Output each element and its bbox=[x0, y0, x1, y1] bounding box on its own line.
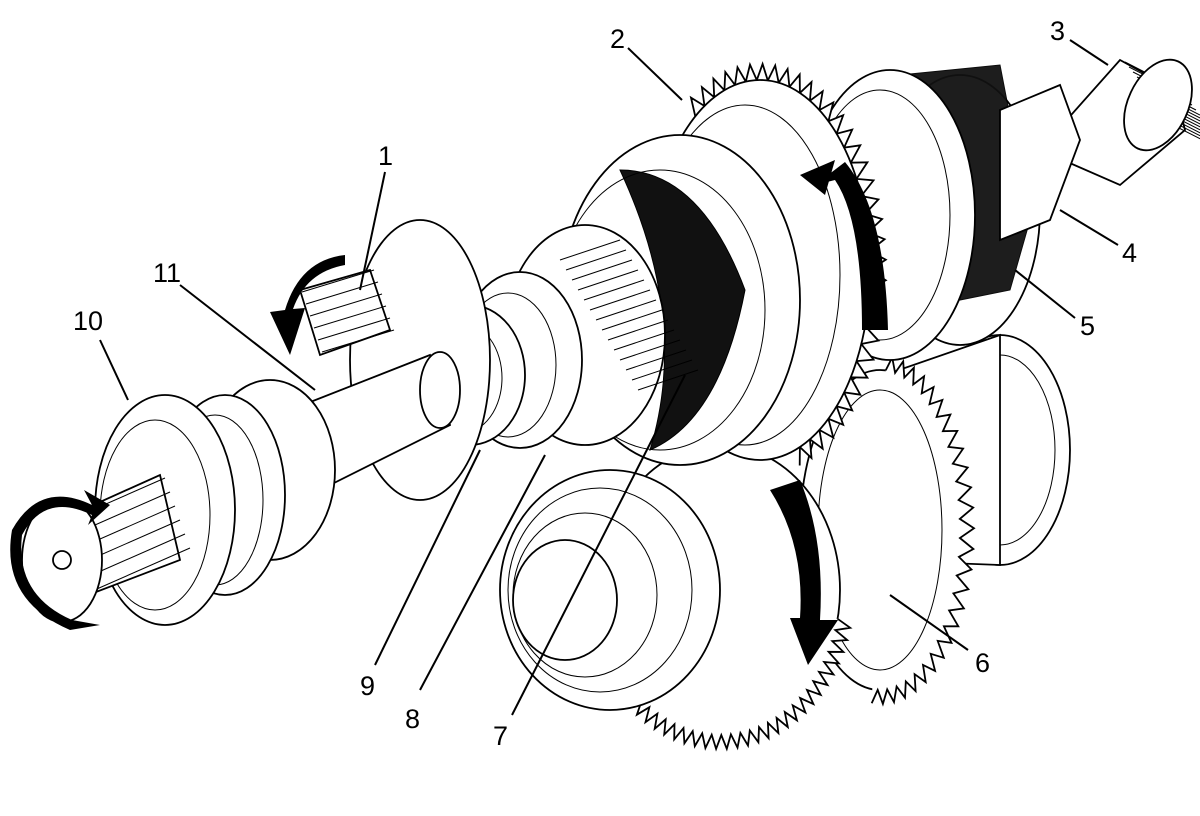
spline-line bbox=[619, 339, 681, 361]
input-spline bbox=[298, 268, 395, 357]
output-shaft-end bbox=[1038, 58, 1200, 187]
spline-line bbox=[637, 369, 699, 391]
spline-line bbox=[589, 289, 651, 311]
spline-line bbox=[89, 547, 191, 593]
callout-6: 6 bbox=[975, 648, 990, 678]
spline-line bbox=[321, 329, 395, 353]
spline-line bbox=[577, 269, 639, 291]
spline-line bbox=[309, 293, 383, 317]
spline-line bbox=[631, 359, 693, 381]
spline-line bbox=[583, 279, 645, 301]
callout-1: 1 bbox=[378, 141, 393, 171]
callout-5: 5 bbox=[1080, 311, 1095, 341]
callout-8: 8 bbox=[405, 704, 420, 734]
rotation-arrow-input bbox=[270, 255, 345, 355]
spline-line bbox=[625, 349, 687, 371]
spline-line bbox=[565, 249, 627, 271]
countershaft-gear bbox=[499, 444, 853, 752]
spline-line bbox=[595, 299, 657, 321]
spline-line bbox=[601, 309, 663, 331]
rotation-arrow-lower-gear bbox=[770, 480, 838, 665]
callout-2: 2 bbox=[610, 24, 625, 54]
spline-line bbox=[313, 305, 387, 329]
spline-line bbox=[1172, 121, 1200, 137]
left-bearing-assembly bbox=[21, 379, 336, 626]
callout-4: 4 bbox=[1122, 238, 1137, 268]
callout-9: 9 bbox=[360, 671, 375, 701]
leader-lines bbox=[99, 39, 1119, 716]
callout-10: 10 bbox=[73, 306, 103, 336]
callout-3: 3 bbox=[1050, 16, 1065, 46]
spline-line bbox=[317, 317, 391, 341]
spline-line bbox=[305, 281, 379, 305]
rotation-arrow-upper-gear bbox=[800, 160, 888, 330]
callout-7: 7 bbox=[493, 721, 508, 751]
spline-line bbox=[613, 329, 675, 351]
callout-11: 11 bbox=[153, 258, 181, 288]
callout-labels: 1 2 3 4 5 6 7 8 9 10 11 bbox=[73, 16, 1137, 751]
spline-line bbox=[607, 319, 669, 341]
spline-line bbox=[1176, 126, 1200, 140]
spline-line bbox=[559, 239, 621, 261]
spline-line bbox=[301, 269, 375, 293]
rotation-arrow-output-end bbox=[10, 490, 110, 630]
gear-teeth bbox=[870, 354, 976, 707]
gear-teeth bbox=[602, 618, 853, 752]
lower-right-gear-cluster bbox=[799, 333, 1071, 707]
spline-line bbox=[571, 259, 633, 281]
